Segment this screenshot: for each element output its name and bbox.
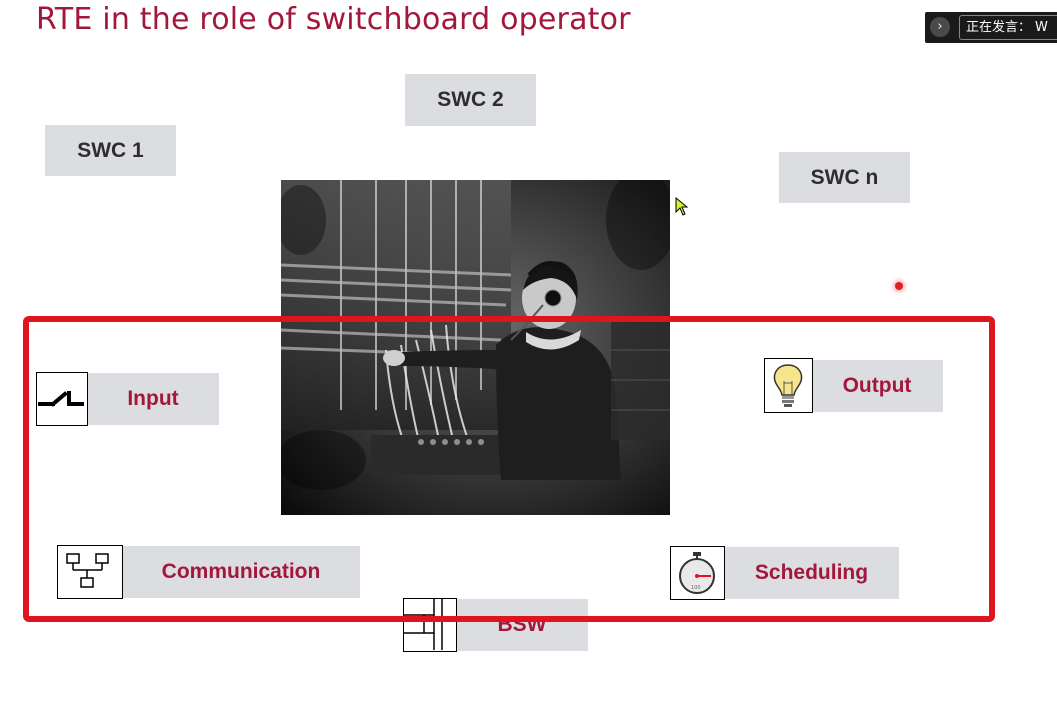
speaker-indicator-bar: › 正在发言：W: [925, 12, 1057, 43]
speaker-label: 正在发言：: [966, 20, 1032, 35]
speaker-name: W: [1035, 20, 1048, 35]
expand-chevron-icon[interactable]: ›: [930, 17, 950, 37]
slide-title: RTE in the role of switchboard operator: [36, 2, 631, 37]
swc-2-box: SWC 2: [405, 74, 536, 126]
switchboard-operator-photo: [281, 180, 670, 515]
switch-icon: [36, 372, 88, 426]
laser-pointer-icon: [895, 282, 903, 290]
input-box: Input: [87, 373, 219, 425]
swc-n-box: SWC n: [779, 152, 910, 203]
light-bulb-icon: [764, 358, 813, 413]
mouse-pointer-icon: [675, 196, 689, 221]
svg-text:100: 100: [691, 585, 701, 591]
layered-architecture-icon: [403, 598, 457, 652]
output-box: Output: [811, 360, 943, 412]
communication-box: Communication: [122, 546, 360, 598]
current-speaker-field: 正在发言：W: [959, 15, 1057, 40]
swc-1-box: SWC 1: [45, 125, 176, 176]
network-icon: [57, 545, 123, 599]
scheduling-box: Scheduling: [724, 547, 899, 599]
stopwatch-icon: 100: [670, 546, 725, 600]
rte-highlight-frame: [23, 316, 995, 622]
